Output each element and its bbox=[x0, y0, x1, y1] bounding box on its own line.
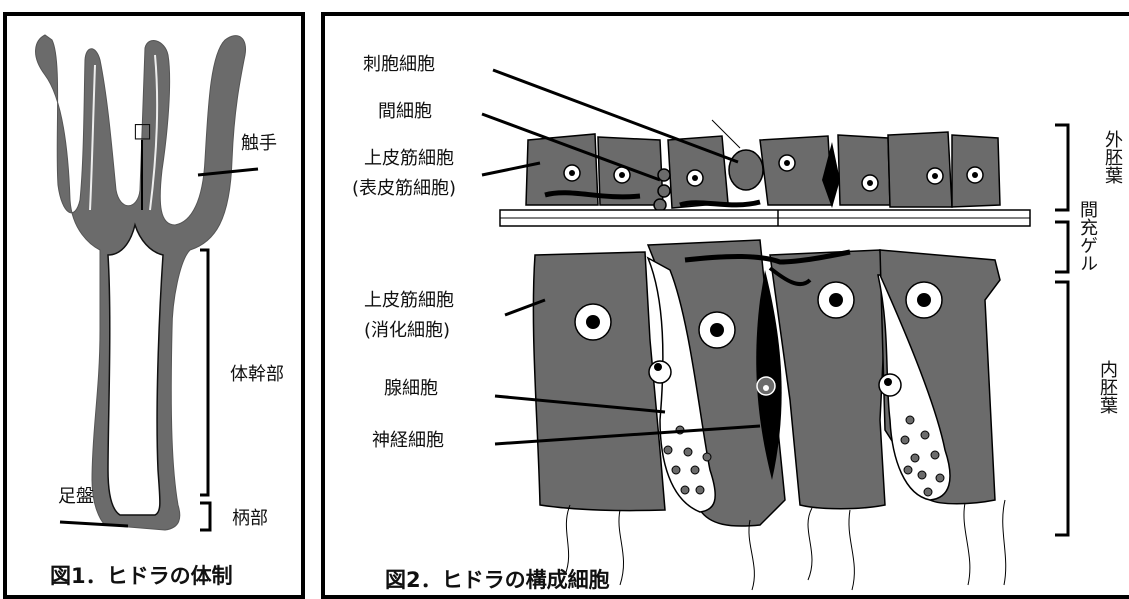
endo-cell-1 bbox=[532, 251, 666, 512]
figure2-caption: 図2．ヒドラの構成細胞 bbox=[385, 568, 610, 592]
epi-muscle-note: (表皮筋細胞) bbox=[352, 178, 457, 199]
endo-nerve-cell bbox=[756, 270, 782, 480]
figure1-caption: 図1．ヒドラの体制 bbox=[50, 564, 233, 588]
gland-label: 腺細胞 bbox=[384, 378, 438, 399]
ecto-cell-4 bbox=[759, 135, 833, 206]
nematocyte-cell bbox=[728, 149, 764, 191]
interstitial-pointer bbox=[481, 112, 661, 182]
endoderm-bracket bbox=[1055, 280, 1070, 537]
endoderm-label: 内胚葉 bbox=[1097, 360, 1118, 414]
nerve-pointer bbox=[494, 424, 761, 446]
trunk-bracket bbox=[200, 248, 210, 497]
ecto-cell-5 bbox=[837, 134, 891, 206]
tentacle-label: 触手 bbox=[241, 133, 277, 154]
mesoglea-bracket bbox=[1055, 220, 1070, 274]
ecto-cell-6 bbox=[887, 131, 953, 208]
endo-muscle-note: (消化細胞) bbox=[364, 320, 451, 341]
peduncle-label: 柄部 bbox=[232, 508, 268, 529]
ecto-nerve-cell bbox=[822, 142, 840, 208]
trunk-label: 体幹部 bbox=[230, 364, 284, 385]
epi-muscle-pointer bbox=[481, 161, 541, 177]
hydra-body-diagram bbox=[35, 34, 259, 532]
nematocyte-pointer bbox=[492, 68, 739, 164]
nerve-label: 神経細胞 bbox=[372, 430, 444, 451]
endo-muscle-label: 上皮筋細胞 bbox=[364, 290, 454, 311]
gastric-cavity bbox=[107, 222, 164, 516]
mouth-label: □ bbox=[133, 118, 152, 142]
endo-muscle-pointer bbox=[504, 298, 546, 317]
endo-cell-3 bbox=[769, 249, 886, 510]
peduncle-bracket bbox=[200, 501, 212, 532]
gland-pointer bbox=[494, 394, 666, 414]
basal-disc-label: 足盤 bbox=[58, 486, 94, 507]
ectoderm-label: 外胚葉 bbox=[1102, 130, 1123, 184]
nematocyte-label: 刺胞細胞 bbox=[363, 54, 435, 75]
interstitial-label: 間細胞 bbox=[378, 101, 432, 122]
mesoglea-label: 間充ゲル bbox=[1077, 200, 1098, 272]
ectoderm-bracket bbox=[1055, 123, 1070, 212]
epi-muscle-label: 上皮筋細胞 bbox=[364, 148, 454, 169]
